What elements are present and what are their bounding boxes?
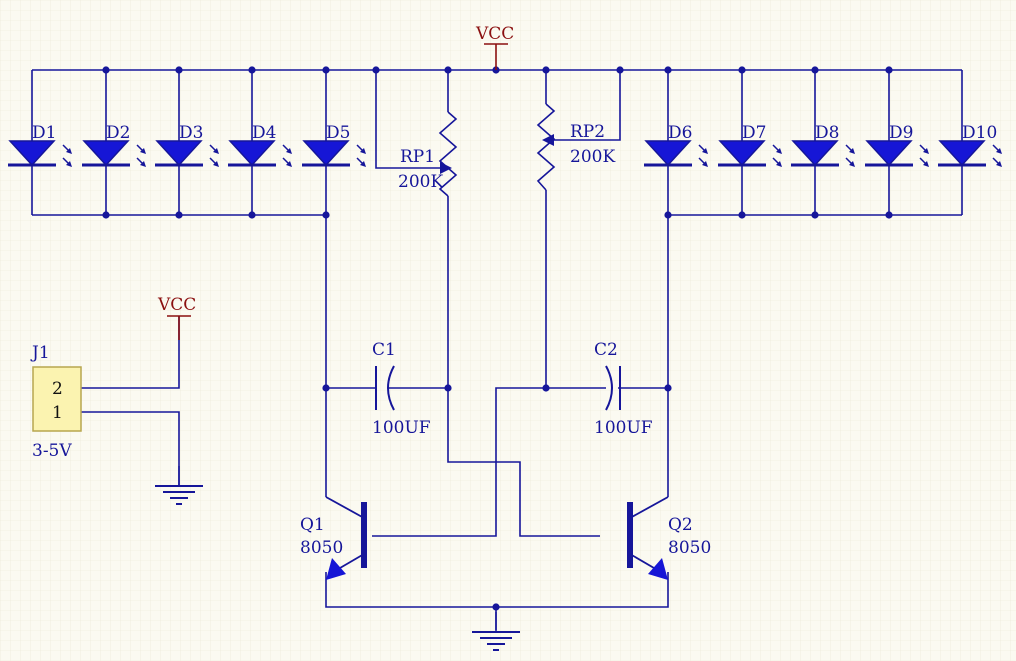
- j1-value-label: 3-5V: [32, 441, 72, 461]
- c1-ref-label: C1: [372, 340, 396, 360]
- j1-body: [32, 366, 82, 432]
- q2-ref-label: Q2: [668, 515, 693, 535]
- rp1-wiper-wire: [375, 70, 440, 169]
- led-d1-label: D1: [32, 123, 56, 143]
- resistor-rp2: RP2 200K: [536, 103, 615, 191]
- connector-j1: 2 1 J1 3-5V: [30, 343, 82, 461]
- j1-pin1-wire: [80, 411, 180, 486]
- led-d4: D4: [226, 123, 294, 169]
- transistor-q2: Q2 8050: [627, 496, 711, 580]
- q2-value-label: 8050: [668, 538, 711, 558]
- j1-pin1-label: 1: [52, 403, 63, 423]
- vcc-connector-label: VCC: [157, 295, 196, 315]
- led-d5: D5: [300, 123, 368, 169]
- led-d10: D10: [936, 123, 1004, 169]
- j1-ref-label: J1: [30, 343, 50, 363]
- vcc-top-symbol: VCC: [475, 24, 514, 70]
- vcc-connector-symbol: VCC: [157, 295, 196, 340]
- led-d8-label: D8: [815, 123, 839, 143]
- led-d9-label: D9: [889, 123, 913, 143]
- c2-ref-label: C2: [594, 340, 618, 360]
- led-d3: D3: [153, 123, 221, 169]
- led-d5-label: D5: [326, 123, 350, 143]
- vcc-top-label: VCC: [475, 24, 514, 44]
- led-d1: D1: [6, 123, 74, 169]
- transistor-q1: Q1 8050: [300, 496, 367, 580]
- rp2-ref-label: RP2: [570, 122, 605, 142]
- led-d3-label: D3: [179, 123, 203, 143]
- junctions: [102, 66, 893, 611]
- led-d6-label: D6: [668, 123, 692, 143]
- rp2-value-label: 200K: [570, 147, 615, 167]
- rp1-to-q2-base-wire: [447, 70, 600, 537]
- capacitor-c1: C1 100UF: [372, 340, 431, 438]
- rp2-wiper-wire: [554, 70, 621, 141]
- resistor-rp1: RP1 200K: [398, 111, 458, 197]
- led-d7-label: D7: [742, 123, 766, 143]
- j1-pin2-label: 2: [52, 379, 63, 399]
- led-d8: D8: [789, 123, 857, 169]
- c2-to-q1-base-wire: [372, 387, 546, 537]
- led-d2: D2: [80, 123, 148, 169]
- rp1-value-label: 200K: [398, 172, 443, 192]
- led-d10-label: D10: [962, 123, 997, 143]
- led-d9: D9: [863, 123, 931, 169]
- capacitor-c2: C2 100UF: [594, 340, 653, 438]
- rp1-ref-label: RP1: [400, 147, 435, 167]
- led-d2-label: D2: [106, 123, 130, 143]
- q1-value-label: 8050: [300, 538, 343, 558]
- q1-ref-label: Q1: [300, 515, 325, 535]
- led-d7: D7: [716, 123, 784, 169]
- led-d4-label: D4: [252, 123, 276, 143]
- c2-value-label: 100UF: [594, 418, 653, 438]
- c1-value-label: 100UF: [372, 418, 431, 438]
- led-d6: D6: [642, 123, 710, 169]
